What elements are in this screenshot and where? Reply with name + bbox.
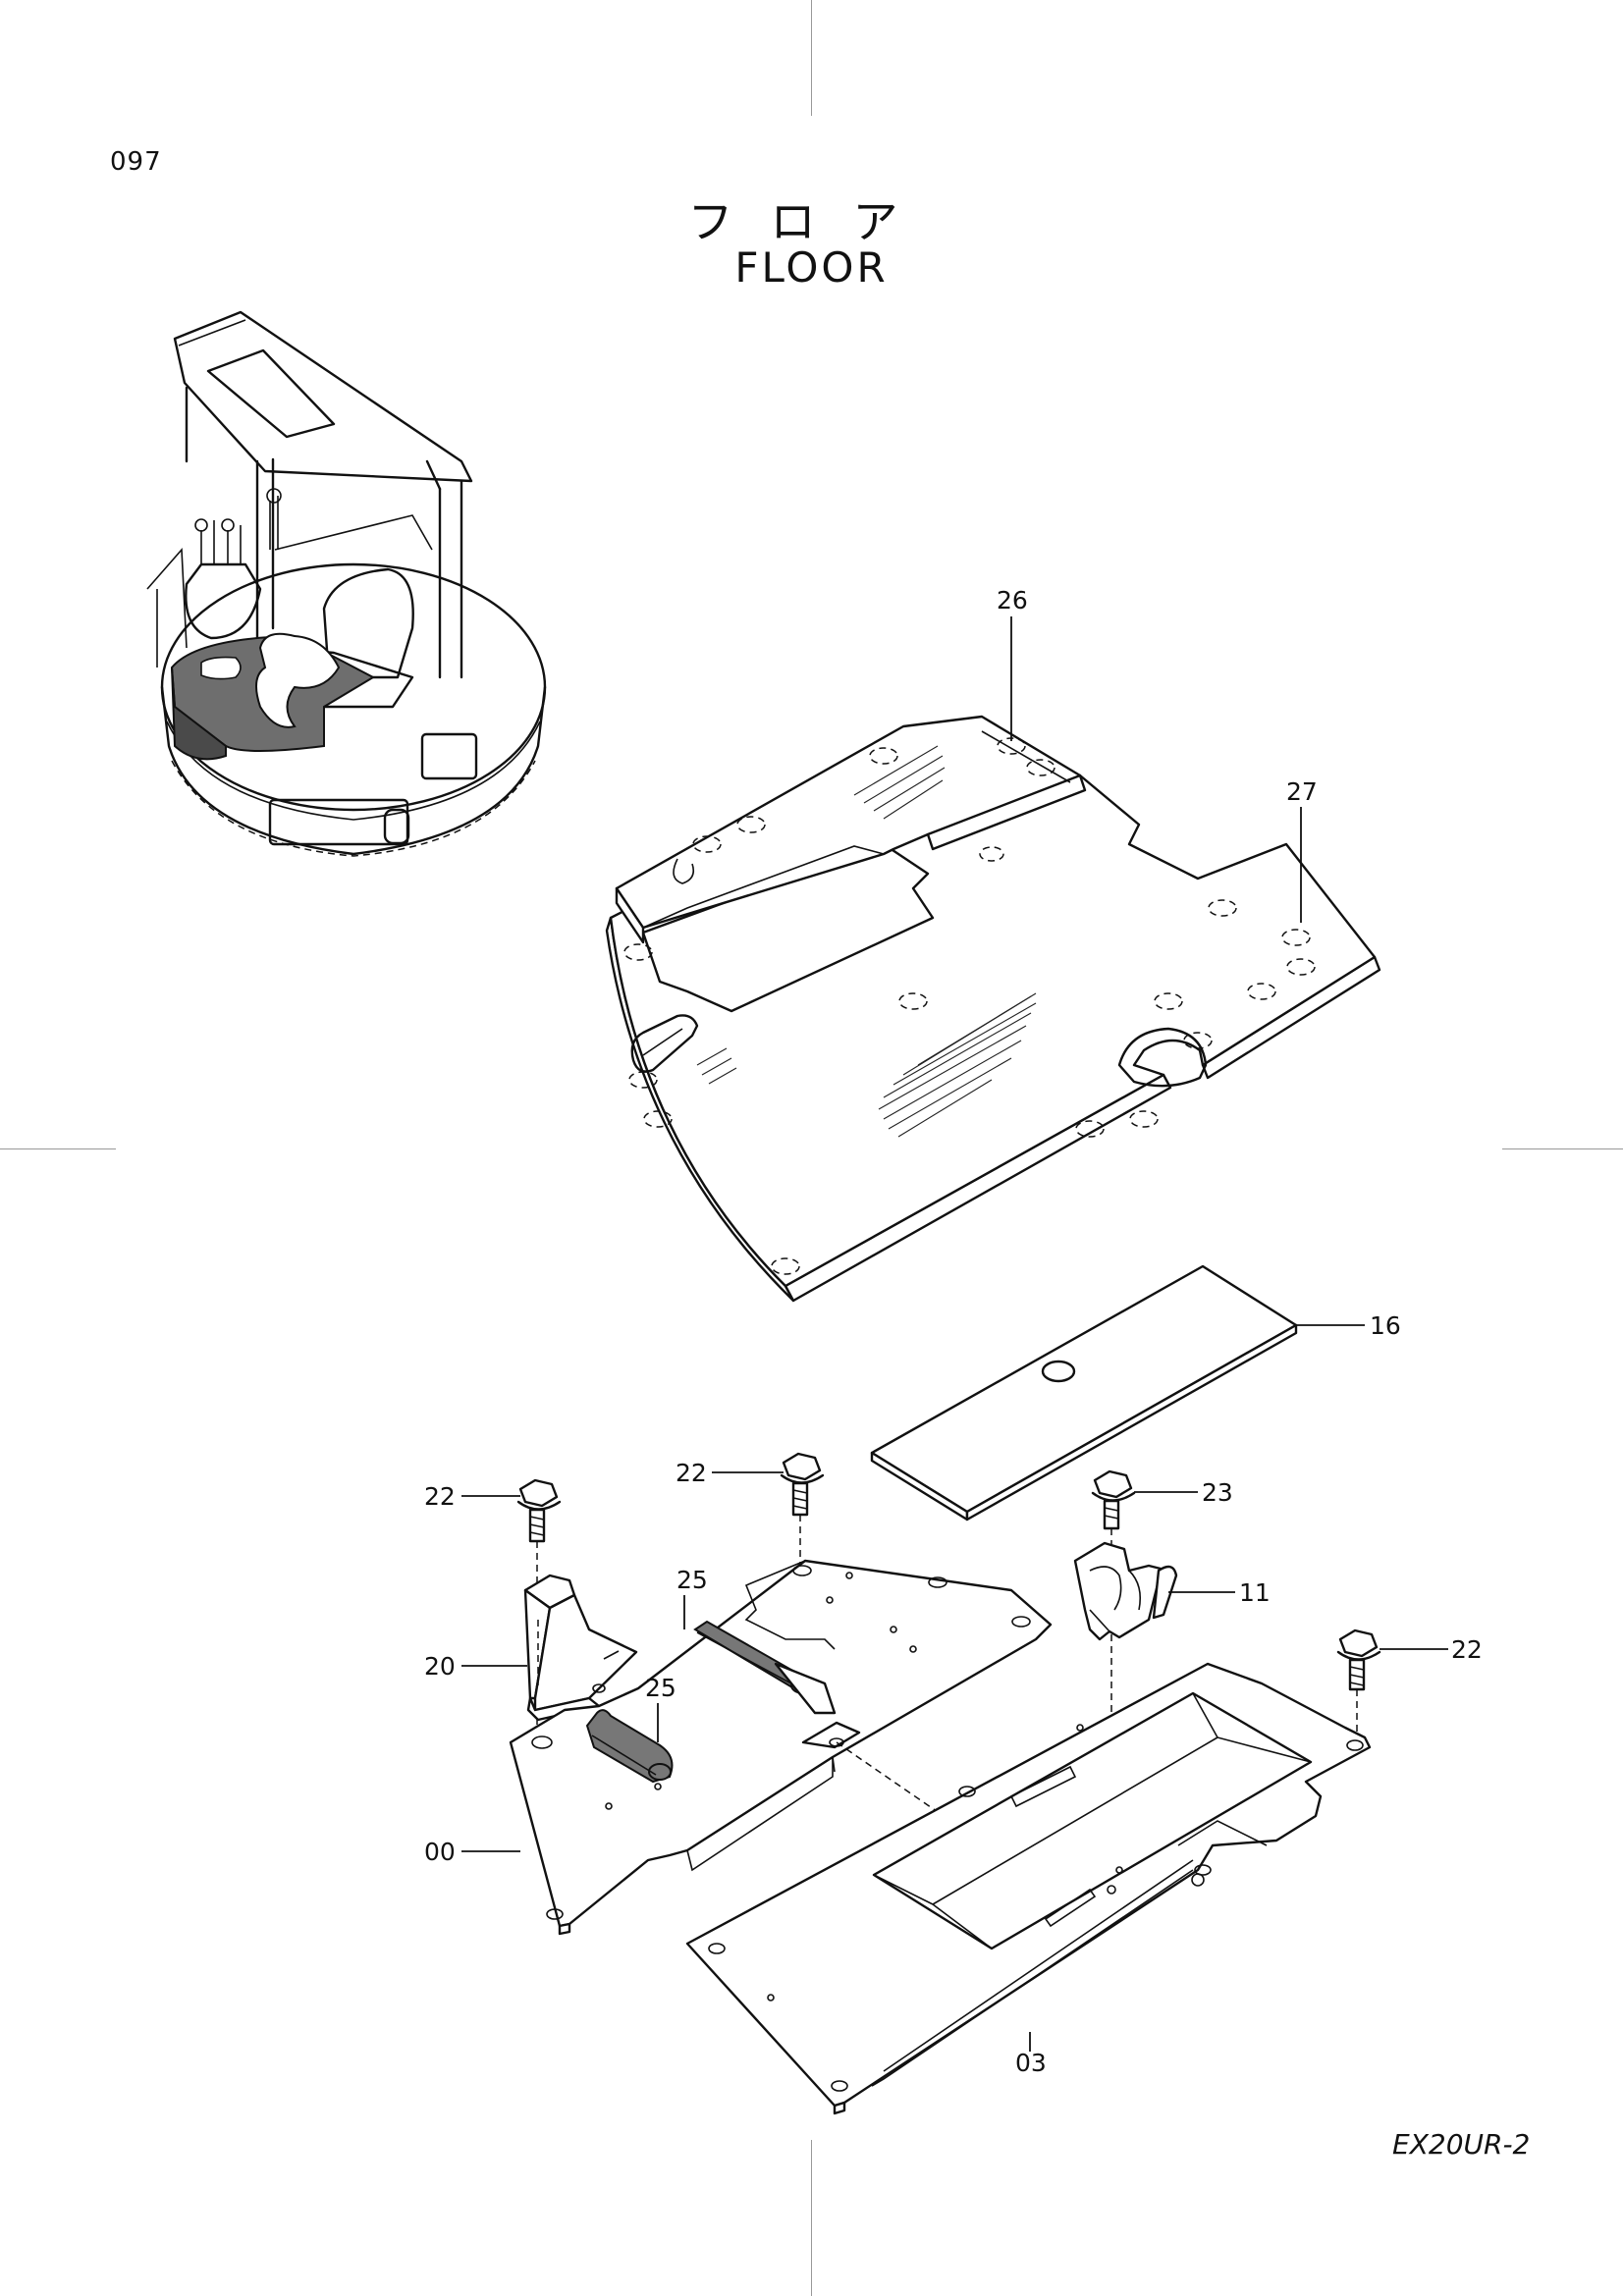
callout-23: 23 — [1202, 1478, 1233, 1507]
model-label: EX20UR-2 — [1392, 2128, 1531, 2161]
mat-fastener-holes — [623, 737, 1316, 1275]
registration-mark-bottom — [811, 2140, 812, 2296]
callout-16: 16 — [1370, 1311, 1401, 1340]
callout-25-lower: 25 — [645, 1674, 676, 1702]
machine-overview-illustration — [146, 310, 547, 857]
callout-20: 20 — [424, 1652, 456, 1681]
pin-part-25-upper — [693, 1620, 837, 1715]
bolt-part-22-center — [780, 1452, 825, 1566]
callout-25-upper: 25 — [676, 1566, 708, 1594]
floor-mat-assembly — [605, 715, 1381, 1303]
callout-03: 03 — [1015, 2049, 1047, 2077]
page-number: 097 — [110, 147, 162, 177]
pin-part-25-lower — [585, 1709, 674, 1784]
leader-lines — [461, 616, 1448, 2052]
mat-texture-hatching — [696, 745, 1037, 1138]
callout-27: 27 — [1286, 777, 1318, 806]
callout-labels: 26 27 16 22 22 23 25 11 22 20 25 00 03 — [424, 586, 1483, 2077]
callout-26: 26 — [997, 586, 1028, 614]
registration-mark-top — [811, 0, 812, 116]
callout-22-center: 22 — [676, 1459, 707, 1487]
callout-22-left: 22 — [424, 1482, 456, 1511]
plate-part-16 — [870, 1264, 1298, 1522]
callout-22-right: 22 — [1451, 1635, 1483, 1664]
callout-11: 11 — [1239, 1578, 1271, 1607]
callout-00: 00 — [424, 1838, 456, 1866]
floor-plate-part-03 — [685, 1662, 1372, 2115]
registration-mark-left — [0, 1148, 116, 1149]
base-plate-part-00 — [509, 1559, 1053, 1936]
bolt-part-22-right — [1336, 1629, 1381, 1737]
page-title-japanese: フロア — [687, 195, 936, 248]
registration-mark-right — [1502, 1148, 1623, 1149]
page-title: FLOOR — [734, 243, 889, 292]
clip-part-11 — [1073, 1541, 1178, 1641]
